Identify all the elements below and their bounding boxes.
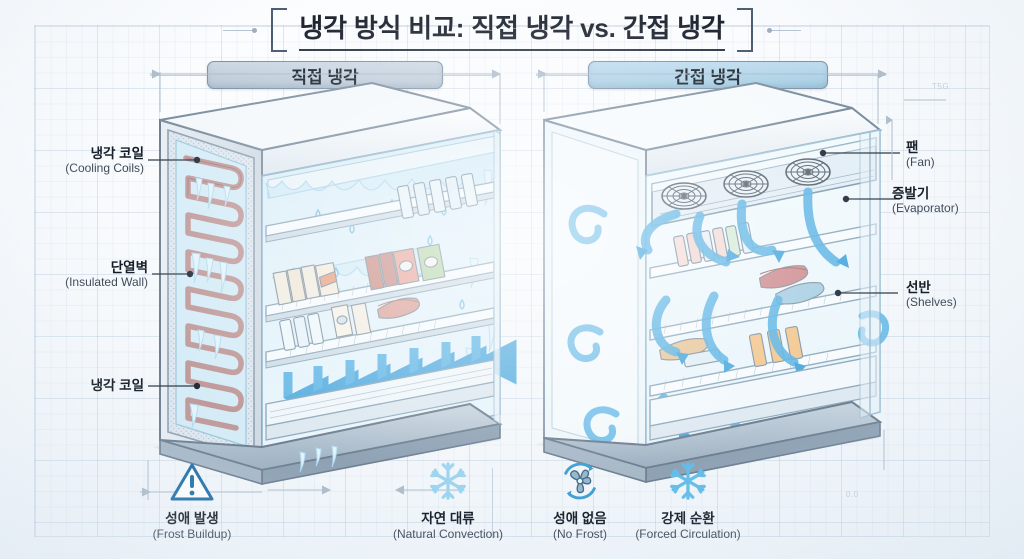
callout-right-0-en: (Fan) (906, 154, 935, 169)
callout-right-fan: 팬 (Fan) (906, 140, 935, 169)
callout-left-0-ko: 냉각 코일 (90, 146, 144, 161)
callout-left-1-ko: 단열벽 (110, 260, 148, 275)
callout-left-cooling-coils: 냉각 코일 (Cooling Coils) (10, 146, 144, 175)
callout-left-0-en: (Cooling Coils) (65, 160, 144, 175)
callout-right-evaporator: 증발기 (Evaporator) (892, 186, 959, 215)
feature-forced-circulation: 강제 순환 (Forced Circulation) (608, 458, 768, 541)
callout-right-2-en: (Shelves) (906, 294, 957, 309)
callout-left-2-ko: 냉각 코일 (90, 378, 144, 393)
callout-right-shelves: 선반 (Shelves) (906, 280, 957, 309)
feature-0-ko: 성애 발생 (165, 511, 219, 526)
callout-left-cooling-coils-lower: 냉각 코일 (10, 378, 144, 394)
dimension-note-top-right: T5G (932, 82, 950, 91)
callout-right-1-ko: 증발기 (892, 186, 930, 201)
direct-cooling-cabinet (152, 81, 517, 486)
feature-frost-buildup: 성애 발생 (Frost Buildup) (112, 458, 272, 541)
callout-right-0-ko: 팬 (906, 140, 919, 155)
callout-left-insulated-wall: 단열벽 (Insulated Wall) (10, 260, 148, 289)
feature-0-en: (Frost Buildup) (152, 527, 232, 541)
indirect-cooling-cabinet (536, 81, 890, 484)
feature-divider (492, 468, 493, 538)
feature-3-en: (Forced Circulation) (635, 527, 741, 541)
feature-3-ko: 강제 순환 (661, 511, 715, 526)
snowflake-icon (608, 458, 768, 502)
callout-left-1-en: (Insulated Wall) (65, 274, 148, 289)
warning-triangle-icon (112, 458, 272, 502)
callout-right-2-ko: 선반 (906, 280, 931, 295)
dimension-note-bottom-right: 0.0 (846, 490, 859, 499)
callout-right-1-en: (Evaporator) (892, 200, 959, 215)
